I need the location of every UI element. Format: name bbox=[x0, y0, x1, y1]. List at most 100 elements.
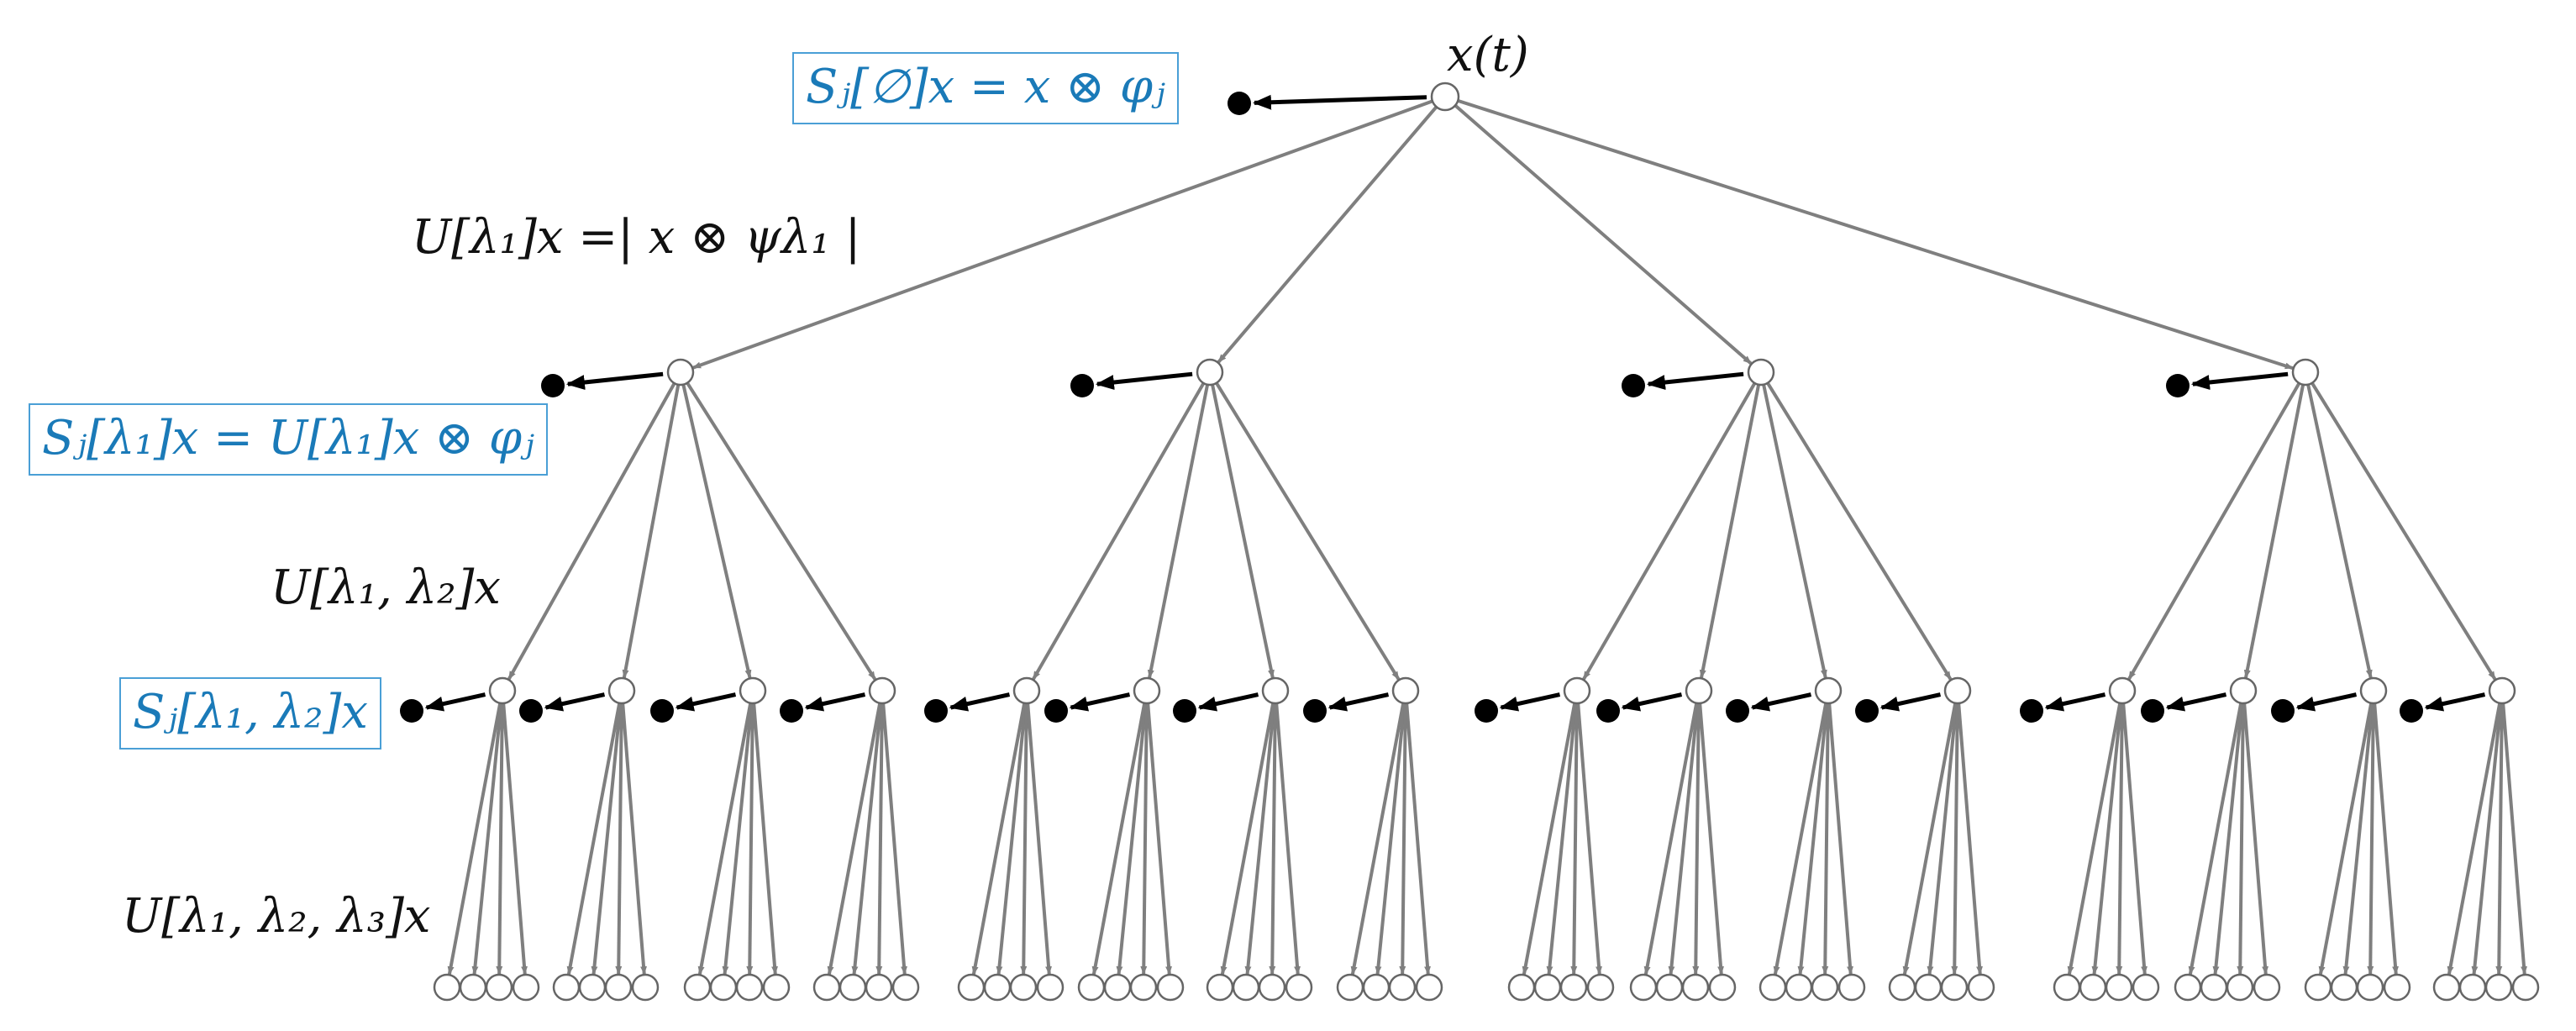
output-l2-1-3-dot bbox=[1303, 699, 1327, 723]
leaf-node-3-1-3 bbox=[2253, 973, 2281, 1002]
output-l2-0-3-arrow bbox=[804, 692, 866, 712]
output-l2-0-0-dot bbox=[400, 699, 423, 723]
leaf-node-2-3-3 bbox=[1967, 973, 1995, 1002]
output-l2-0-1-arrow bbox=[544, 692, 606, 712]
leaf-node-2-2-1 bbox=[1785, 973, 1813, 1002]
root-node bbox=[1430, 82, 1460, 112]
output-l2-3-3-dot bbox=[2400, 699, 2423, 723]
edge-l2-0-1-0 bbox=[566, 702, 622, 976]
edge-l2-1-2-1 bbox=[1244, 702, 1276, 976]
edge-l2-2-1-3 bbox=[1698, 702, 1725, 976]
leaf-node-0-3-2 bbox=[865, 973, 893, 1002]
edge-l1-1-1 bbox=[1147, 384, 1210, 679]
leaf-node-2-1-2 bbox=[1681, 973, 1710, 1002]
edge-l2-2-3-3 bbox=[1957, 702, 1984, 976]
edge-l2-2-2-1 bbox=[1797, 702, 1829, 976]
output-l2-2-1-dot bbox=[1596, 699, 1620, 723]
leaf-node-2-3-2 bbox=[1940, 973, 1969, 1002]
output-l2-0-2-dot bbox=[650, 699, 674, 723]
edge-l1-3-0 bbox=[2127, 382, 2301, 681]
edge-l2-1-2-2 bbox=[1269, 702, 1277, 976]
leaf-node-1-0-2 bbox=[1009, 973, 1038, 1002]
edge-l2-0-0-1 bbox=[471, 702, 503, 976]
s0-label-box: Sⱼ[∅]x = x ⊗ φⱼ bbox=[792, 52, 1179, 124]
edge-l1-1-0 bbox=[1032, 382, 1206, 681]
leaf-node-0-1-2 bbox=[604, 973, 633, 1002]
leaf-node-2-0-0 bbox=[1507, 973, 1536, 1002]
leaf-node-3-0-1 bbox=[2079, 973, 2107, 1002]
output-l1-0-arrow bbox=[565, 371, 664, 390]
output-l2-2-3-arrow bbox=[1879, 692, 1942, 712]
leaf-node-0-2-1 bbox=[709, 973, 738, 1002]
edge-l1-3-1 bbox=[2243, 384, 2305, 679]
s1-label-box: Sⱼ[λ₁]x = U[λ₁]x ⊗ φⱼ bbox=[29, 403, 548, 476]
leaf-node-1-3-1 bbox=[1362, 973, 1391, 1002]
leaf-node-1-0-1 bbox=[983, 973, 1012, 1002]
output-l2-1-1-arrow bbox=[1069, 692, 1131, 712]
edge-l2-1-0-0 bbox=[971, 702, 1027, 976]
edge-l2-0-0-3 bbox=[502, 702, 528, 976]
output-l2-1-3-arrow bbox=[1327, 692, 1390, 712]
output-l1-2-arrow bbox=[1646, 371, 1744, 390]
edge-l2-3-0-0 bbox=[2067, 702, 2122, 976]
level2-node-3-0 bbox=[2108, 676, 2137, 705]
leaf-node-1-0-3 bbox=[1036, 973, 1065, 1002]
edge-l2-3-1-1 bbox=[2212, 702, 2244, 976]
output-l1-0-dot bbox=[541, 374, 565, 397]
tree-edges bbox=[447, 98, 2528, 976]
edge-l2-3-3-1 bbox=[2471, 702, 2503, 976]
edge-l2-3-0-3 bbox=[2121, 702, 2148, 976]
leaf-node-0-3-1 bbox=[839, 973, 867, 1002]
edge-l2-1-2-0 bbox=[1220, 702, 1275, 976]
leaf-node-3-1-1 bbox=[2200, 973, 2228, 1002]
edge-l2-3-2-0 bbox=[2318, 702, 2374, 976]
u1-label: U[λ₁]x =| x ⊗ ψλ₁ | bbox=[412, 210, 861, 265]
edge-l2-1-0-3 bbox=[1026, 702, 1053, 976]
leaf-node-1-3-0 bbox=[1336, 973, 1364, 1002]
u3-label: U[λ₁, λ₂, λ₃]x bbox=[122, 889, 431, 944]
edge-l2-0-2-3 bbox=[752, 702, 779, 976]
edge-l2-1-0-2 bbox=[1020, 702, 1028, 976]
edge-root-2 bbox=[1454, 104, 1753, 365]
output-l2-0-2-arrow bbox=[675, 692, 737, 712]
edge-l2-0-0-0 bbox=[447, 702, 502, 976]
output-l2-0-3-dot bbox=[780, 699, 803, 723]
leaf-node-2-3-0 bbox=[1888, 973, 1916, 1002]
tree-nodes bbox=[433, 82, 2540, 1002]
edge-l2-3-2-1 bbox=[2342, 702, 2374, 976]
leaf-node-0-0-1 bbox=[459, 973, 487, 1002]
edge-l1-2-3 bbox=[1766, 381, 1953, 681]
edge-l2-3-2-3 bbox=[2373, 702, 2400, 976]
leaf-node-2-3-1 bbox=[1914, 973, 1943, 1002]
leaf-node-2-1-3 bbox=[1708, 973, 1737, 1002]
edge-l2-1-2-3 bbox=[1275, 702, 1301, 976]
leaf-node-3-1-0 bbox=[2174, 973, 2202, 1002]
output-l2-3-1-arrow bbox=[2165, 692, 2227, 712]
edge-l1-3-3 bbox=[2311, 381, 2497, 681]
edge-root-1 bbox=[1217, 105, 1438, 364]
edge-l2-0-1-1 bbox=[591, 702, 623, 976]
output-arrows bbox=[400, 92, 2486, 723]
leaf-node-0-1-1 bbox=[578, 973, 607, 1002]
leaf-node-3-2-2 bbox=[2356, 973, 2384, 1002]
leaf-node-3-0-3 bbox=[2132, 973, 2160, 1002]
edge-root-0 bbox=[692, 99, 1433, 370]
edge-l2-1-3-3 bbox=[1405, 702, 1432, 976]
level2-node-1-2 bbox=[1261, 676, 1290, 705]
leaf-node-2-0-1 bbox=[1533, 973, 1562, 1002]
output-l2-0-1-dot bbox=[519, 699, 543, 723]
level2-node-0-0 bbox=[488, 676, 517, 705]
output-l1-2-dot bbox=[1622, 374, 1645, 397]
edge-l2-2-1-1 bbox=[1668, 702, 1700, 976]
output-l1-3-arrow bbox=[2190, 371, 2289, 390]
edge-l2-1-1-2 bbox=[1140, 702, 1149, 976]
leaf-node-1-1-3 bbox=[1156, 973, 1185, 1002]
level2-node-2-2 bbox=[1814, 676, 1843, 705]
level1-node-1 bbox=[1196, 358, 1224, 387]
output-l2-2-2-arrow bbox=[1750, 692, 1812, 712]
output-l2-2-2-dot bbox=[1726, 699, 1749, 723]
leaf-node-2-1-1 bbox=[1655, 973, 1684, 1002]
edge-l1-2-0 bbox=[1582, 381, 1757, 681]
level2-node-3-3 bbox=[2488, 676, 2516, 705]
edge-l2-0-2-1 bbox=[722, 702, 754, 976]
